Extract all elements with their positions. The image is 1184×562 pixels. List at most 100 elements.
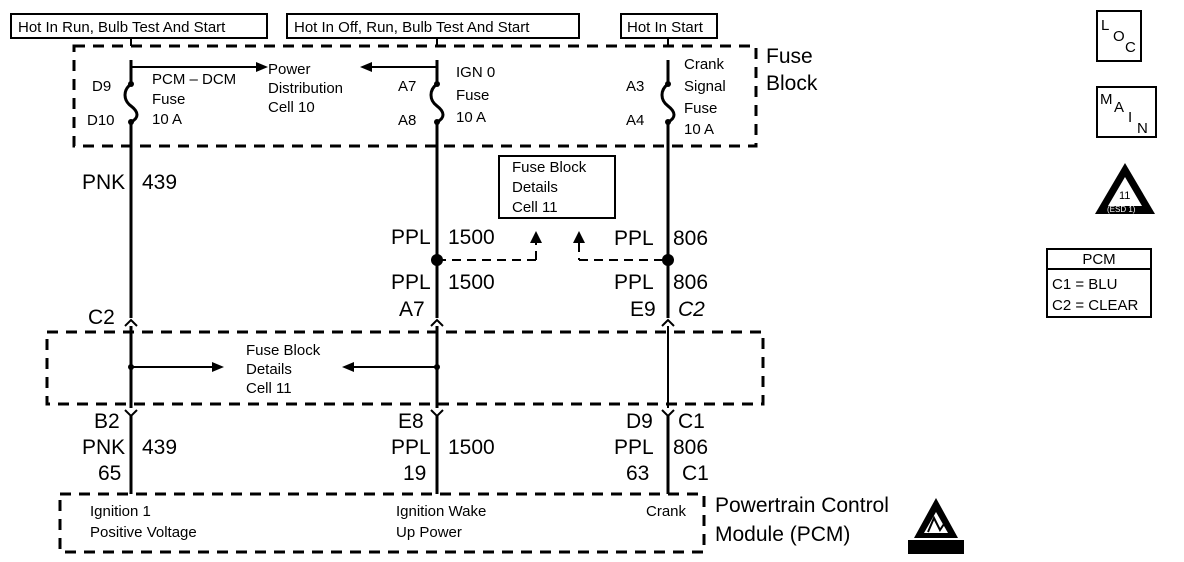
pcm-ignition-line1: Ignition 1 [90, 503, 151, 520]
chevron-upper-right [661, 318, 675, 327]
fuse-pcm-dcm-line1: PCM – DCM [152, 71, 236, 88]
fuse-crank-line3: Fuse [684, 100, 717, 117]
pcm-connector-table: PCM C1 = BLU C2 = CLEAR [1046, 248, 1152, 318]
pcm-title-line2: Module (PCM) [715, 523, 850, 546]
pd-arrow-head-left [360, 62, 372, 72]
header-box-run-bulb-start [10, 13, 268, 39]
svg-text:A: A [1114, 99, 1124, 116]
pcm-title-line1: Powertrain Control [715, 494, 889, 517]
wire-label-439: 439 [142, 171, 177, 194]
svg-text:I: I [1128, 109, 1132, 126]
fuse-symbol-crank [660, 82, 676, 124]
main-icon: M A I N [1096, 86, 1157, 138]
chevron-lower-left [124, 409, 138, 418]
details-lower-arrow-head-left [342, 362, 354, 372]
wire-label-ppl-1500: PPL [391, 226, 431, 249]
pcm-table-row2: C2 = CLEAR [1052, 297, 1138, 314]
details-lower-line3: Cell 11 [246, 380, 292, 397]
pin-65: 65 [98, 462, 121, 485]
pd-line1: Power [268, 61, 311, 78]
svg-text:(ESD 1): (ESD 1) [1107, 205, 1136, 214]
connector-b2: B2 [94, 410, 120, 433]
wire-label-pnk-lower: PNK [82, 436, 125, 459]
fuse-ign0-line1: IGN 0 [456, 64, 495, 81]
fuse-crank-line2: Signal [684, 78, 726, 95]
details-lower-line2: Details [246, 361, 292, 378]
wire-label-806: 806 [673, 227, 708, 250]
fuse-terminal-d9 [128, 81, 134, 87]
connector-a7: A7 [399, 298, 425, 321]
details-upper-arrow-right [573, 231, 585, 243]
wire-label-ppl-806: PPL [614, 227, 654, 250]
details-box-upper [498, 155, 616, 219]
esd-legend-icon: 11 (ESD 1) [1095, 163, 1155, 214]
fuse-crank-line4: 10 A [684, 121, 714, 138]
wire-label-806-lower: 806 [673, 271, 708, 294]
fuse-symbol-pcm-dcm [123, 82, 139, 124]
details-upper-line2: Details [512, 179, 558, 196]
pin-a8: A8 [398, 112, 416, 129]
connector-c1-bottom: C1 [682, 462, 709, 485]
header-box-off-run-bulb-start [286, 13, 580, 39]
details-lower-arrow-head-right [212, 362, 224, 372]
fuse-pcm-dcm-line3: 10 A [152, 111, 182, 128]
splice-ppl-806 [662, 254, 674, 266]
details-box-lower-outline [45, 330, 765, 406]
connector-d9: D9 [626, 410, 653, 433]
svg-text:M: M [1100, 91, 1113, 108]
esd-warning-icon [908, 498, 964, 554]
connector-e8: E8 [398, 410, 424, 433]
header-start: Hot In Start [627, 19, 704, 36]
pin-a4: A4 [626, 112, 644, 129]
chevron-lower-right [661, 409, 675, 418]
wire-label-806-bottom: 806 [673, 436, 708, 459]
fuse-terminal-d10 [128, 119, 134, 125]
fuse-crank-line1: Crank [684, 56, 725, 73]
connector-c2-right: C2 [678, 298, 705, 321]
fuse-terminal-a3 [665, 81, 671, 87]
details-upper-line1: Fuse Block [512, 159, 587, 176]
svg-text:L: L [1101, 17, 1109, 34]
loc-icon: L O C [1096, 10, 1142, 62]
pcm-wake-line1: Ignition Wake [396, 503, 486, 520]
svg-text:N: N [1137, 120, 1148, 137]
pin-19: 19 [403, 462, 426, 485]
svg-text:11: 11 [1119, 190, 1130, 202]
pcm-table-title: PCM [1082, 251, 1115, 268]
details-upper-arrow-left [530, 231, 542, 243]
details-lower-line1: Fuse Block [246, 342, 321, 359]
wire-label-1500-lower: 1500 [448, 271, 495, 294]
pin-a7-fuse: A7 [398, 78, 416, 95]
wire-label-ppl-806-lower: PPL [614, 271, 654, 294]
fuse-pcm-dcm-line2: Fuse [152, 91, 185, 108]
fuse-ign0-line2: Fuse [456, 87, 489, 104]
wire-label-1500: 1500 [448, 226, 495, 249]
pd-line2: Distribution [268, 80, 343, 97]
fuse-block-outline [72, 44, 758, 148]
fuse-block-title-line1: Fuse [766, 45, 813, 68]
pcm-wake-line2: Up Power [396, 524, 462, 541]
header-run-bulb-start: Hot In Run, Bulb Test And Start [18, 19, 226, 36]
pin-63: 63 [626, 462, 649, 485]
connector-c2-left: C2 [88, 306, 115, 329]
fuse-block-title-line2: Block [766, 72, 818, 95]
wire-label-pnk: PNK [82, 171, 125, 194]
pd-line3: Cell 10 [268, 99, 315, 116]
chevron-upper-mid [430, 318, 444, 327]
pin-a3: A3 [626, 78, 644, 95]
connector-e9: E9 [630, 298, 656, 321]
wire-label-1500-bottom: 1500 [448, 436, 495, 459]
svg-text:O: O [1113, 28, 1125, 45]
pcm-table-row1: C1 = BLU [1052, 276, 1117, 293]
pcm-outline [58, 492, 706, 554]
pin-d9: D9 [92, 78, 111, 95]
svg-text:C: C [1125, 39, 1136, 56]
splice-ppl-1500 [431, 254, 443, 266]
wire-label-439-lower: 439 [142, 436, 177, 459]
fuse-symbol-ign0 [429, 82, 445, 124]
pin-d10: D10 [87, 112, 115, 129]
chevron-upper-left [124, 318, 138, 327]
header-off-run-bulb-start: Hot In Off, Run, Bulb Test And Start [294, 19, 530, 36]
wire-label-ppl-1500-lower: PPL [391, 271, 431, 294]
